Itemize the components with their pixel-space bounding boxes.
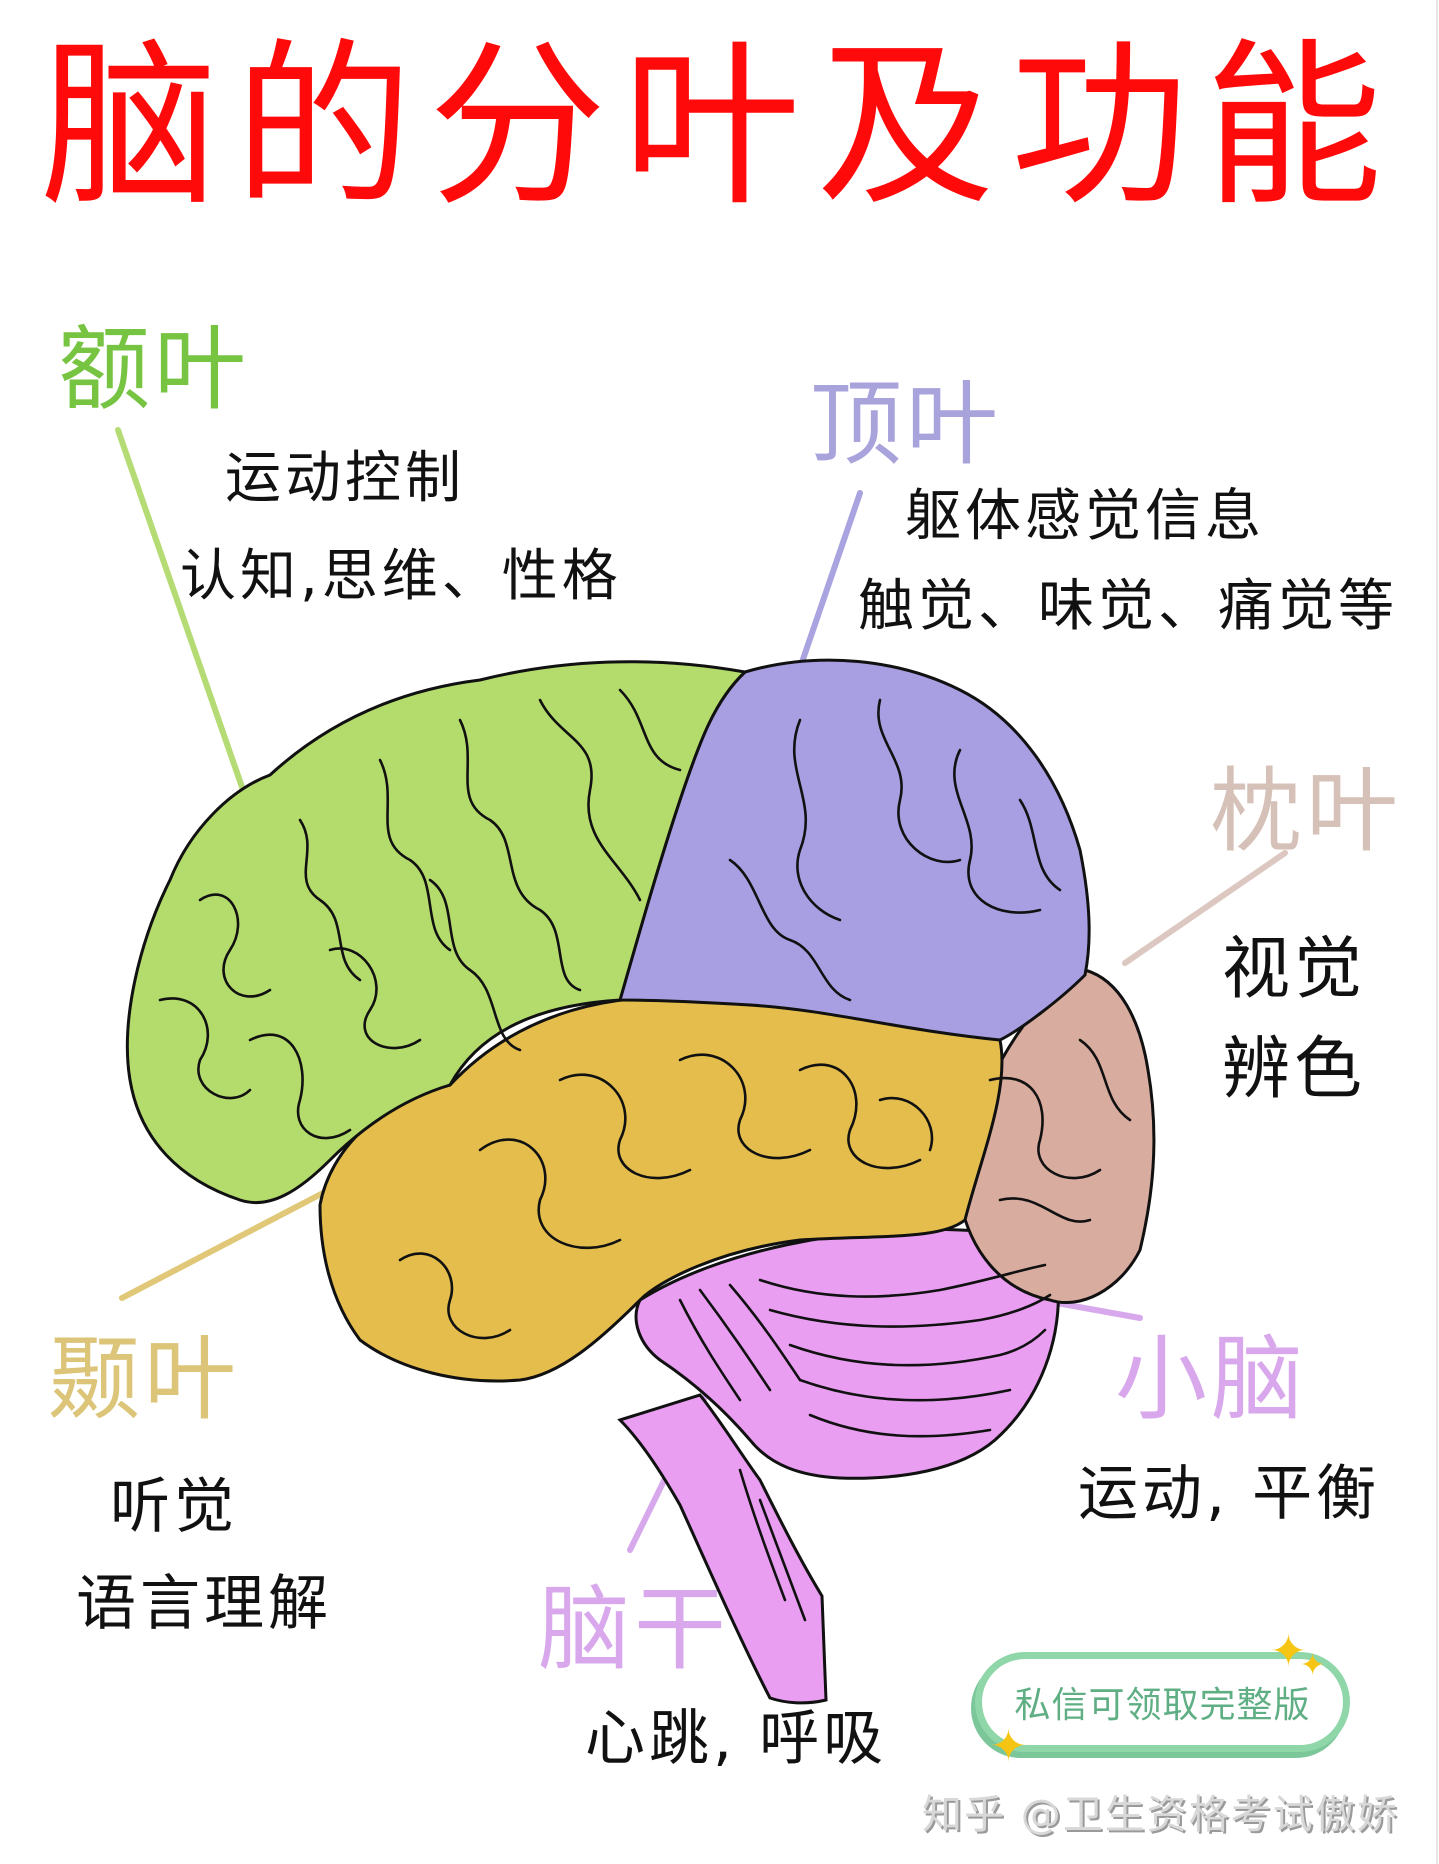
parietal-function-2: 触觉、味觉、痛觉等 [858, 574, 1398, 639]
brainstem-region [617, 1393, 828, 1705]
occipital-lobe-label: 枕叶 [1210, 758, 1403, 865]
temporal-function-1: 听觉 [110, 1472, 238, 1542]
occipital-function-2: 辨色 [1222, 1030, 1367, 1109]
parietal-leader-line [797, 490, 863, 671]
frontal-function-1: 运动控制 [225, 446, 465, 511]
cerebellum-function-1: 运动, 平衡 [1078, 1459, 1381, 1529]
sparkle-icon: ✦ [1300, 1648, 1326, 1683]
sparkle-icon: ✦ [1270, 1626, 1307, 1677]
frontal-lobe-label: 额叶 [58, 316, 251, 423]
brainstem-function-1: 心跳, 呼吸 [585, 1704, 888, 1774]
frontal-leader-line [115, 427, 246, 793]
image-border [1436, 0, 1438, 1864]
temporal-region [318, 996, 1004, 1383]
cerebellum-label: 小脑 [1115, 1326, 1308, 1433]
parietal-lobe-label: 顶叶 [810, 371, 1003, 478]
parietal-function-1: 躯体感觉信息 [905, 484, 1265, 549]
sparkle-icon: ✦ [990, 1721, 1027, 1772]
cta-label: 私信可领取完整版 [1014, 1685, 1311, 1726]
get-full-version-button[interactable]: 私信可领取完整版 [975, 1652, 1350, 1752]
occipital-function-1: 视觉 [1222, 930, 1367, 1009]
frontal-function-2: 认知,思维、性格 [180, 544, 622, 609]
page-title: 脑的分叶及功能 [40, 23, 1399, 230]
temporal-leader-line [119, 1190, 326, 1301]
brainstem-label: 脑干 [538, 1576, 731, 1683]
temporal-lobe-label: 颞叶 [48, 1326, 241, 1433]
occipital-leader-line [1122, 850, 1288, 966]
temporal-function-2: 语言理解 [76, 1569, 332, 1639]
watermark: 知乎 @卫生资格考试傲娇 [922, 1792, 1399, 1838]
